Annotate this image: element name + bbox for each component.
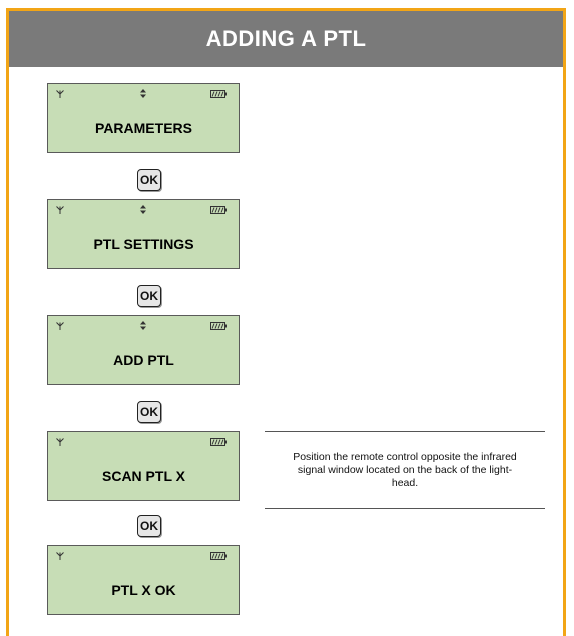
instruction-note: Position the remote control opposite the… (265, 431, 545, 509)
ok-button[interactable]: OK (137, 285, 161, 307)
procedure-panel: ADDING A PTL PARAMETERS OK PTL SETTINGS (6, 8, 566, 636)
lcd-screen-ptl-ok: PTL X OK (47, 545, 240, 615)
antenna-icon (56, 90, 64, 98)
lcd-label: PARAMETERS (95, 120, 192, 136)
lcd-screen-ptl-settings: PTL SETTINGS (47, 199, 240, 269)
lcd-screen-add-ptl: ADD PTL (47, 315, 240, 385)
antenna-icon (56, 206, 64, 214)
up-down-arrows-icon (140, 89, 146, 98)
lcd-label: ADD PTL (113, 352, 174, 368)
lcd-screen-parameters: PARAMETERS (47, 83, 240, 153)
antenna-icon (56, 438, 64, 446)
battery-icon (210, 552, 227, 560)
ok-button[interactable]: OK (137, 401, 161, 423)
instruction-text: Position the remote control opposite the… (293, 450, 517, 489)
lcd-label: PTL SETTINGS (93, 236, 194, 252)
up-down-arrows-icon (140, 321, 146, 330)
battery-icon (210, 206, 227, 214)
antenna-icon (56, 322, 64, 330)
lcd-label: PTL X OK (111, 582, 176, 598)
ok-button[interactable]: OK (137, 515, 161, 537)
title-bar: ADDING A PTL (9, 11, 563, 67)
up-down-arrows-icon (140, 205, 146, 214)
lcd-screen-scan-ptl: SCAN PTL X (47, 431, 240, 501)
lcd-label: SCAN PTL X (102, 468, 185, 484)
page-title: ADDING A PTL (205, 26, 367, 51)
battery-icon (210, 322, 227, 330)
antenna-icon (56, 552, 64, 560)
battery-icon (210, 90, 227, 98)
ok-button[interactable]: OK (137, 169, 161, 191)
battery-icon (210, 438, 227, 446)
